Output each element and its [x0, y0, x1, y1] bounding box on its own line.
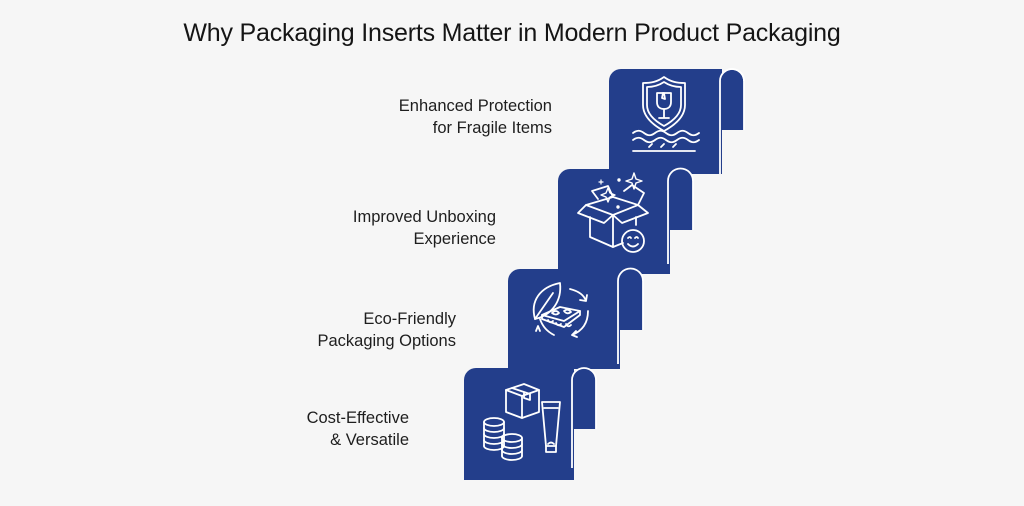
- step-3-panel: [508, 267, 648, 374]
- step-2-label-line1: Improved Unboxing: [352, 208, 496, 226]
- step-3-label-line1: Eco-Friendly: [363, 310, 456, 328]
- step-2-label: Improved Unboxing Experience: [353, 206, 496, 250]
- step-1-label: Enhanced Protection for Fragile Items: [399, 95, 552, 139]
- step-3-label-line2: Packaging Options: [317, 332, 456, 350]
- step-4-label: Cost-Effective & Versatile: [307, 407, 409, 451]
- coins-box-tube-icon: [483, 383, 561, 461]
- step-4-label-line2: & Versatile: [330, 431, 409, 449]
- step-2-label-line2: Experience: [413, 230, 496, 248]
- step-1-label-line2: for Fragile Items: [432, 119, 552, 137]
- step-3-label: Eco-Friendly Packaging Options: [317, 308, 456, 352]
- step-1-panel: [609, 68, 749, 174]
- step-2-panel: [558, 167, 698, 274]
- step-1-label-line1: Enhanced Protection: [398, 97, 552, 115]
- step-4-panel: [464, 367, 604, 483]
- step-4-label-line1: Cost-Effective: [306, 409, 409, 427]
- scroll-curl: [720, 69, 744, 130]
- open-box-smiley-icon: [577, 172, 649, 253]
- recycle-leaf-tray-icon: [532, 282, 589, 338]
- page-title: Why Packaging Inserts Matter in Modern P…: [183, 19, 841, 47]
- shield-wine-glass-icon: [632, 76, 700, 152]
